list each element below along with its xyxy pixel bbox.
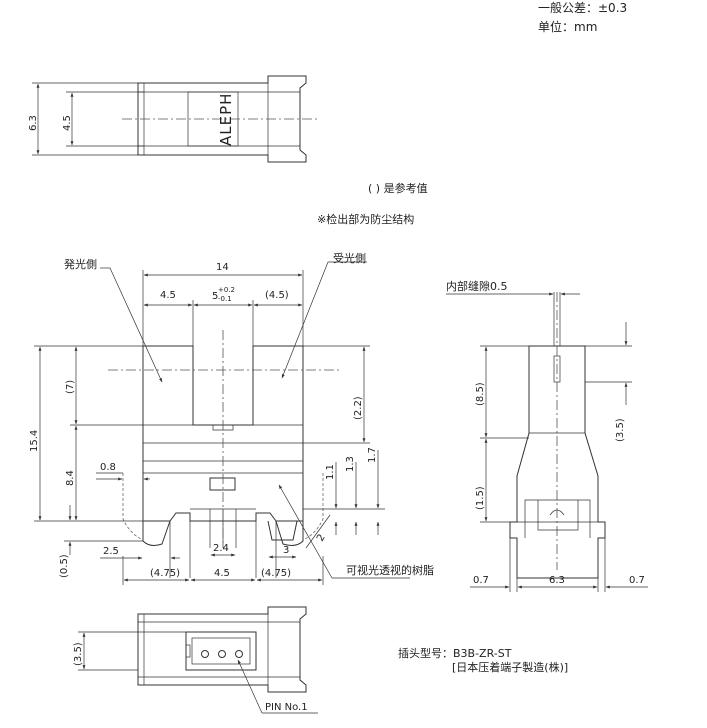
receiver-side-label: 受光側	[333, 251, 366, 265]
dim-h7: (7)	[65, 380, 76, 394]
dim-w5-tol-dn: -0.1	[218, 295, 232, 303]
dim-bot-3-5: (3.5)	[73, 642, 84, 666]
bottom-view: (3.5) PIN No.1	[73, 606, 318, 714]
dim-top-6-3: 6.3	[28, 115, 39, 131]
dim-b4-75-left: (4.75)	[150, 568, 180, 579]
plug-maker: [日本压着端子製造(株)]	[452, 660, 568, 674]
dim-h2-2: (2.2)	[353, 396, 364, 420]
dim-14: 14	[216, 262, 229, 273]
plug-model: 插头型号：B3B-ZR-ST	[398, 646, 512, 660]
dim-w5: 5	[212, 291, 218, 302]
dim-15-4: 15.4	[29, 430, 40, 452]
front-view: 14 4.5 5 +0.2 -0.1 (4.5) 発光側 受光側 15.4 (7…	[29, 251, 434, 585]
dim-s8-5: (8.5)	[475, 382, 486, 406]
dim-b4-75-right: (4.75)	[261, 568, 291, 579]
pin-no-label: PIN No.1	[265, 702, 308, 713]
dim-s3-5: (3.5)	[615, 418, 626, 442]
dim-w2-4: 2.4	[213, 543, 229, 554]
dim-b4-5: 4.5	[214, 568, 230, 579]
dim-d2: 2	[315, 532, 328, 543]
dim-s1-5: (1.5)	[475, 486, 486, 510]
unit-note: 单位：mm	[538, 19, 597, 34]
pin-2	[218, 650, 226, 658]
dim-h1-1: 1.1	[325, 464, 336, 480]
dim-h0-5: (0.5)	[59, 554, 70, 578]
aleph-logo: ALEPH	[217, 93, 235, 146]
dim-h8-4: 8.4	[65, 470, 76, 486]
tolerance-note: 一般公差：±0.3	[538, 0, 627, 15]
side-view: 内部缝隙0.5 (8.5) (1.5) (3.5) 0.7 6.3 0.7	[446, 279, 648, 592]
resin-label: 可视光透视的树脂	[346, 563, 434, 577]
dim-h1-3: 1.3	[345, 456, 356, 472]
dust-proof-note: ※检出部为防尘结构	[317, 212, 414, 226]
dim-h0-8: 0.8	[100, 462, 116, 473]
dim-w4-5-ref: (4.5)	[265, 290, 289, 301]
dim-w2-5: 2.5	[103, 546, 119, 557]
pin-1	[201, 650, 209, 658]
emitter-side-label: 発光側	[64, 257, 97, 271]
pin-3	[235, 650, 243, 658]
dim-w4-5: 4.5	[160, 290, 176, 301]
dim-s0-7-right: 0.7	[629, 575, 645, 586]
dim-w3: 3	[283, 545, 289, 556]
reference-note: ( ) 是参考值	[368, 181, 428, 195]
top-view: ALEPH 6.3 4.5	[28, 75, 318, 163]
dim-s0-7-left: 0.7	[473, 575, 489, 586]
dim-w5-tol-up: +0.2	[218, 286, 235, 294]
dim-top-4-5: 4.5	[62, 115, 73, 131]
inner-gap-label: 内部缝隙0.5	[446, 279, 508, 293]
dim-h1-7: 1.7	[367, 447, 378, 463]
dim-s6-3: 6.3	[549, 575, 565, 586]
